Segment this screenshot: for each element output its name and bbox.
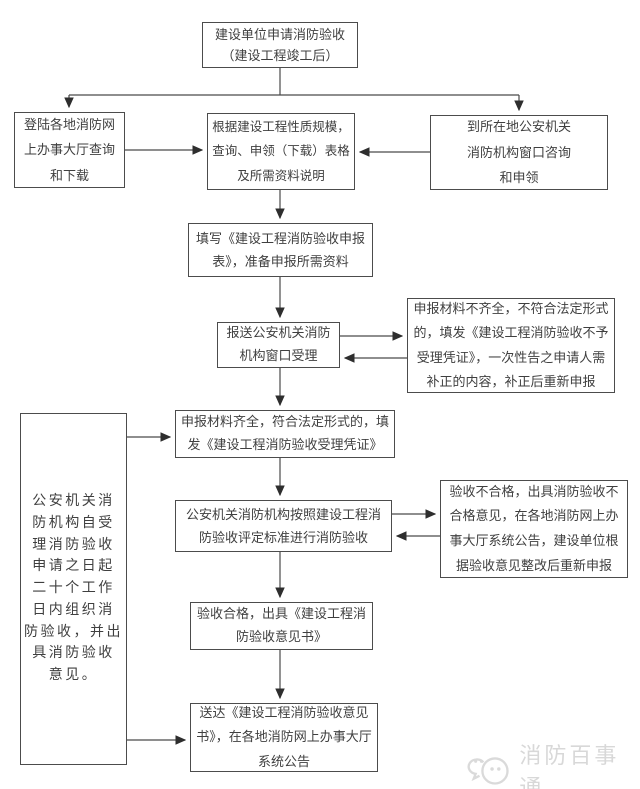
node-apply-acceptance: 建设单位申请消防验收 （建设工程竣工后） — [202, 22, 358, 68]
node-online-portal: 登陆各地消防网 上办事大厅查询 和下载 — [14, 112, 125, 188]
node-conduct-inspection: 公安机关消防机构按照建设工程消 防验收评定标准进行消防验收 — [175, 500, 392, 552]
arrow-apply-split — [69, 68, 519, 96]
chat-bubbles-logo-icon — [467, 757, 509, 785]
watermark: 消防百事通 — [466, 738, 640, 789]
node-window-inquiry: 到所在地公安机关 消防机构窗口咨询 和申领 — [430, 115, 608, 190]
node-deliver-opinion: 送达《建设工程消防验收意见 书》，在各地消防网上办事大厅 系统公告 — [190, 703, 378, 772]
node-deadline-note: 公安机关消 防机构自受 理消防验收 申请之日起 二十个工作 日内组织消 防验收，… — [20, 413, 127, 765]
node-inspection-passed: 验收合格，出具《建设工程消 防验收意见书》 — [190, 602, 373, 650]
watermark-text: 消防百事通 — [519, 743, 620, 789]
node-materials-complete: 申报材料齐全，符合法定形式的，填 发《建设工程消防验收受理凭证》 — [175, 410, 395, 458]
node-submit-to-window: 报送公安机关消防 机构窗口受理 — [217, 322, 340, 368]
node-inspection-failed: 验收不合格，出具消防验收不 合格意见，在各地消防网上办 事大厅系统公告，建设单位… — [440, 480, 628, 578]
node-get-forms: 根据建设工程性质规模， 查询、申领（下载）表格 及所需资料说明 — [207, 113, 355, 190]
node-materials-incomplete: 申报材料不齐全，不符合法定形式 的，填发《建设工程消防验收不予 受理凭证》，一次… — [407, 298, 615, 393]
node-fill-application: 填写《建设工程消防验收申报 表》，准备申报所需资料 — [188, 223, 373, 277]
